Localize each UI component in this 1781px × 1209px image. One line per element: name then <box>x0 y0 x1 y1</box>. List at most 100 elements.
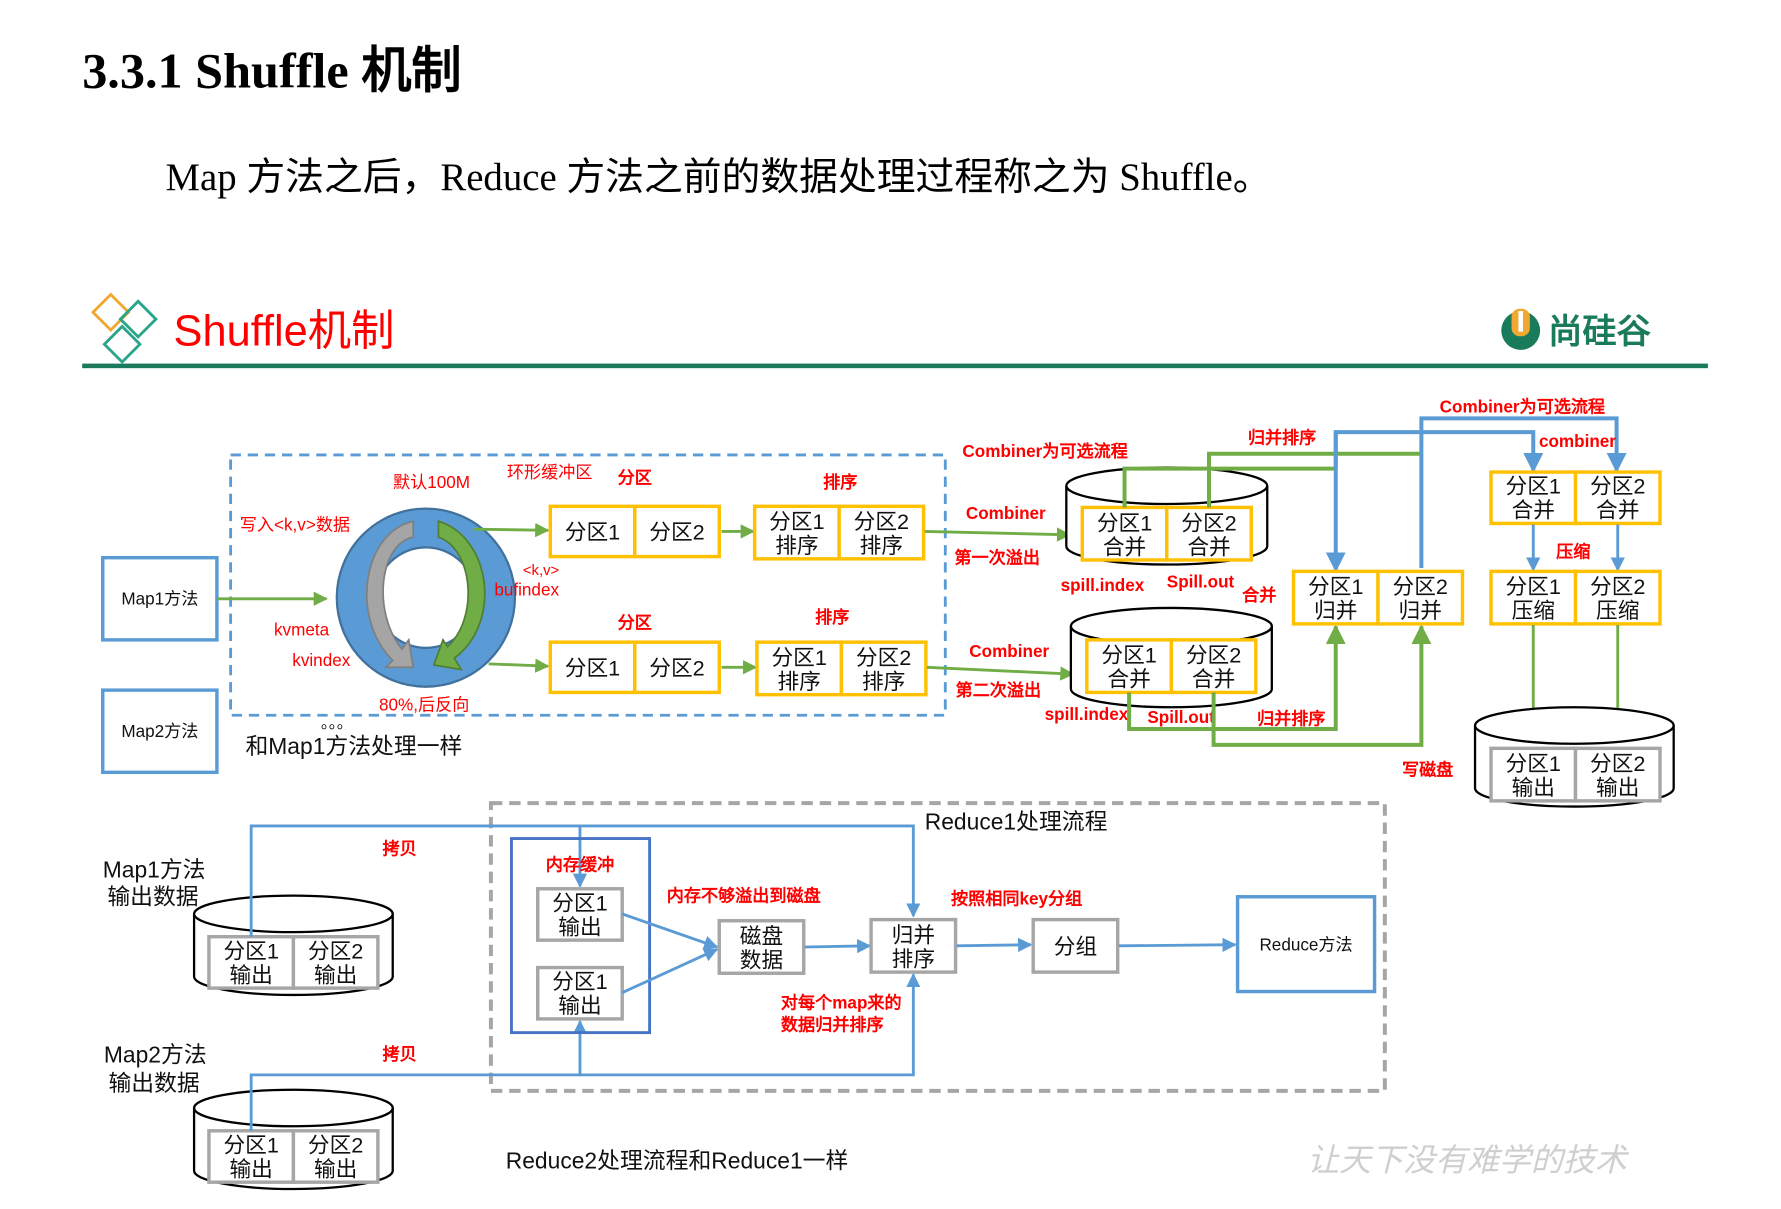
spill-to-disk-arrow-1 <box>621 912 719 950</box>
combiner-lower-label: combiner <box>1539 432 1616 451</box>
sorted-box-line2: 排序 <box>862 669 905 694</box>
merge-path-bottom-1 <box>1127 624 1346 731</box>
merged-box-line1: 分区2 <box>1393 574 1448 599</box>
merge-note-line2: 数据归并排序 <box>781 1014 884 1034</box>
merge-path-top-2 <box>1207 451 1422 508</box>
sorted-box-line1: 分区2 <box>854 509 909 534</box>
combined-box-line1: 分区1 <box>1101 643 1156 668</box>
copy-path-to-merge-top <box>579 824 921 918</box>
slide-title: Shuffle机制 <box>174 307 395 355</box>
combined-box-line2: 合并 <box>1192 667 1235 692</box>
ring-buffer-icon <box>335 507 517 688</box>
sorted-box-line2: 排序 <box>775 533 818 558</box>
combined-box-line2: 合并 <box>1103 534 1146 559</box>
sorted-box-line2: 排序 <box>777 669 820 694</box>
memory-buffer-label: 内存缓冲 <box>546 855 614 875</box>
output-box-line1: 分区2 <box>1590 751 1645 776</box>
first-spill-label: 第一次溢出 <box>954 547 1040 567</box>
sorted-box-line1: 分区1 <box>771 645 826 670</box>
bufindex-label: bufindex <box>494 580 559 599</box>
kv-label: <k,v> <box>523 563 559 579</box>
kvmeta-label: kvmeta <box>274 620 330 639</box>
output-box-line2: 输出 <box>1596 775 1639 800</box>
reduce2-note: Reduce2处理流程和Reduce1一样 <box>506 1147 849 1173</box>
buffer-box-line2: 输出 <box>558 993 601 1018</box>
partition-box: 分区1 <box>565 655 620 680</box>
merged-box-line2: 归并 <box>1399 598 1442 623</box>
buffer-box-line1: 分区1 <box>552 890 607 915</box>
group-label: 分组 <box>1054 934 1097 959</box>
combiner-path-1 <box>1333 430 1544 473</box>
disk-to-merge-arrow <box>804 938 872 954</box>
brand-logo-text: 尚硅谷 <box>1548 312 1652 352</box>
compressed-box-line2: 压缩 <box>1512 598 1555 623</box>
spill-out-label-2: Spill.out <box>1147 708 1215 727</box>
combined-box-line1: 分区1 <box>1097 510 1152 535</box>
spill-out-label-1: Spill.out <box>1167 572 1235 591</box>
spill-index-label-1: spill.index <box>1061 576 1145 595</box>
compressed-box-line1: 分区1 <box>1506 574 1561 599</box>
output-box-line1: 分区1 <box>223 1133 278 1158</box>
combined-box-line1: 分区1 <box>1506 474 1561 499</box>
buffer-box-2: 分区1 输出 <box>536 965 624 1021</box>
output-box-line1: 分区1 <box>1506 751 1561 776</box>
write-kv-label: 写入<k,v>数据 <box>240 515 350 534</box>
group-by-key-label: 按照相同key分组 <box>951 889 1082 909</box>
map2-output-file: 分区1 输出 分区2 输出 <box>192 1088 394 1191</box>
map2-method-label: Map2方法 <box>121 722 198 741</box>
spill-file-1: 分区1 合并 分区2 合并 <box>1065 466 1269 566</box>
watermark-text: 让天下没有难学的技术 <box>1307 1141 1630 1179</box>
map2-output-label-line2: 输出数据 <box>108 1070 199 1096</box>
merge-sort-box: 归并 排序 <box>869 917 958 974</box>
map2-method-box <box>101 688 219 775</box>
group-to-reduce-arrow <box>1118 937 1237 952</box>
disk-data-box: 磁盘 数据 <box>717 919 806 975</box>
copy-path-map1 <box>249 824 588 937</box>
output-box-line2: 输出 <box>229 1156 272 1181</box>
sort-label-2: 排序 <box>815 607 849 627</box>
slide-logo-icon <box>90 292 158 364</box>
combined-box-line2: 合并 <box>1512 498 1555 523</box>
reduce-method-label: Reduce方法 <box>1259 935 1352 954</box>
combined-box-line1: 分区2 <box>1181 510 1236 535</box>
buffer-size-label: 默认100M <box>393 473 470 492</box>
spill-arrow-1 <box>924 527 1072 542</box>
sorted-box-line1: 分区1 <box>769 509 824 534</box>
copy-label-1: 拷贝 <box>382 839 416 859</box>
merge-path-top-1 <box>1122 466 1336 508</box>
spill-file-2: 分区1 合并 分区2 合并 <box>1069 606 1273 709</box>
reduce-task-boundary <box>488 801 1387 1093</box>
merge-sort-line1: 归并 <box>892 922 935 947</box>
merge-sort-label-top: 归并排序 <box>1248 428 1316 448</box>
document-paragraph: Map 方法之后，Reduce 方法之前的数据处理过程称之为 Shuffle。 <box>166 156 1272 199</box>
sorted-row-2: 分区1 排序 分区2 排序 <box>755 640 928 697</box>
output-box-line1: 分区1 <box>223 938 278 963</box>
partition-box: 分区2 <box>649 519 704 544</box>
merge-to-group-arrow <box>956 937 1033 953</box>
map-task-boundary <box>229 453 947 717</box>
copy-path-map2 <box>249 1019 588 1131</box>
kvindex-label: kvindex <box>292 651 350 670</box>
compressed-box-line2: 压缩 <box>1596 598 1639 623</box>
sorted-box-line1: 分区2 <box>856 645 911 670</box>
partition-label-1: 分区 <box>618 468 652 487</box>
merged-box-line1: 分区1 <box>1308 574 1363 599</box>
map1-output-file: 分区1 输出 分区2 输出 <box>192 894 394 997</box>
output-box-line2: 输出 <box>314 962 357 987</box>
map-output-file: 分区1 输出 分区2 输出 <box>1473 706 1675 808</box>
output-box-line2: 输出 <box>1512 775 1555 800</box>
buffer-to-partition-arrow-1 <box>473 522 550 538</box>
partition-box: 分区1 <box>565 519 620 544</box>
compressed-row: 分区1 压缩 分区2 压缩 <box>1489 569 1662 626</box>
output-box-line2: 输出 <box>229 962 272 987</box>
disk-data-line1: 磁盘 <box>740 924 783 949</box>
merge-label: 合并 <box>1242 585 1276 605</box>
map2-output-label-line1: Map2方法 <box>104 1041 207 1067</box>
combiner-path-2 <box>1419 416 1627 568</box>
partition-label-2: 分区 <box>618 613 652 632</box>
merge-sort-label-bottom: 归并排序 <box>1257 708 1325 728</box>
document-heading: 3.3.1 Shuffle 机制 <box>82 42 461 98</box>
brand-logo-icon <box>1501 308 1541 350</box>
output-box-line1: 分区2 <box>308 1133 363 1158</box>
